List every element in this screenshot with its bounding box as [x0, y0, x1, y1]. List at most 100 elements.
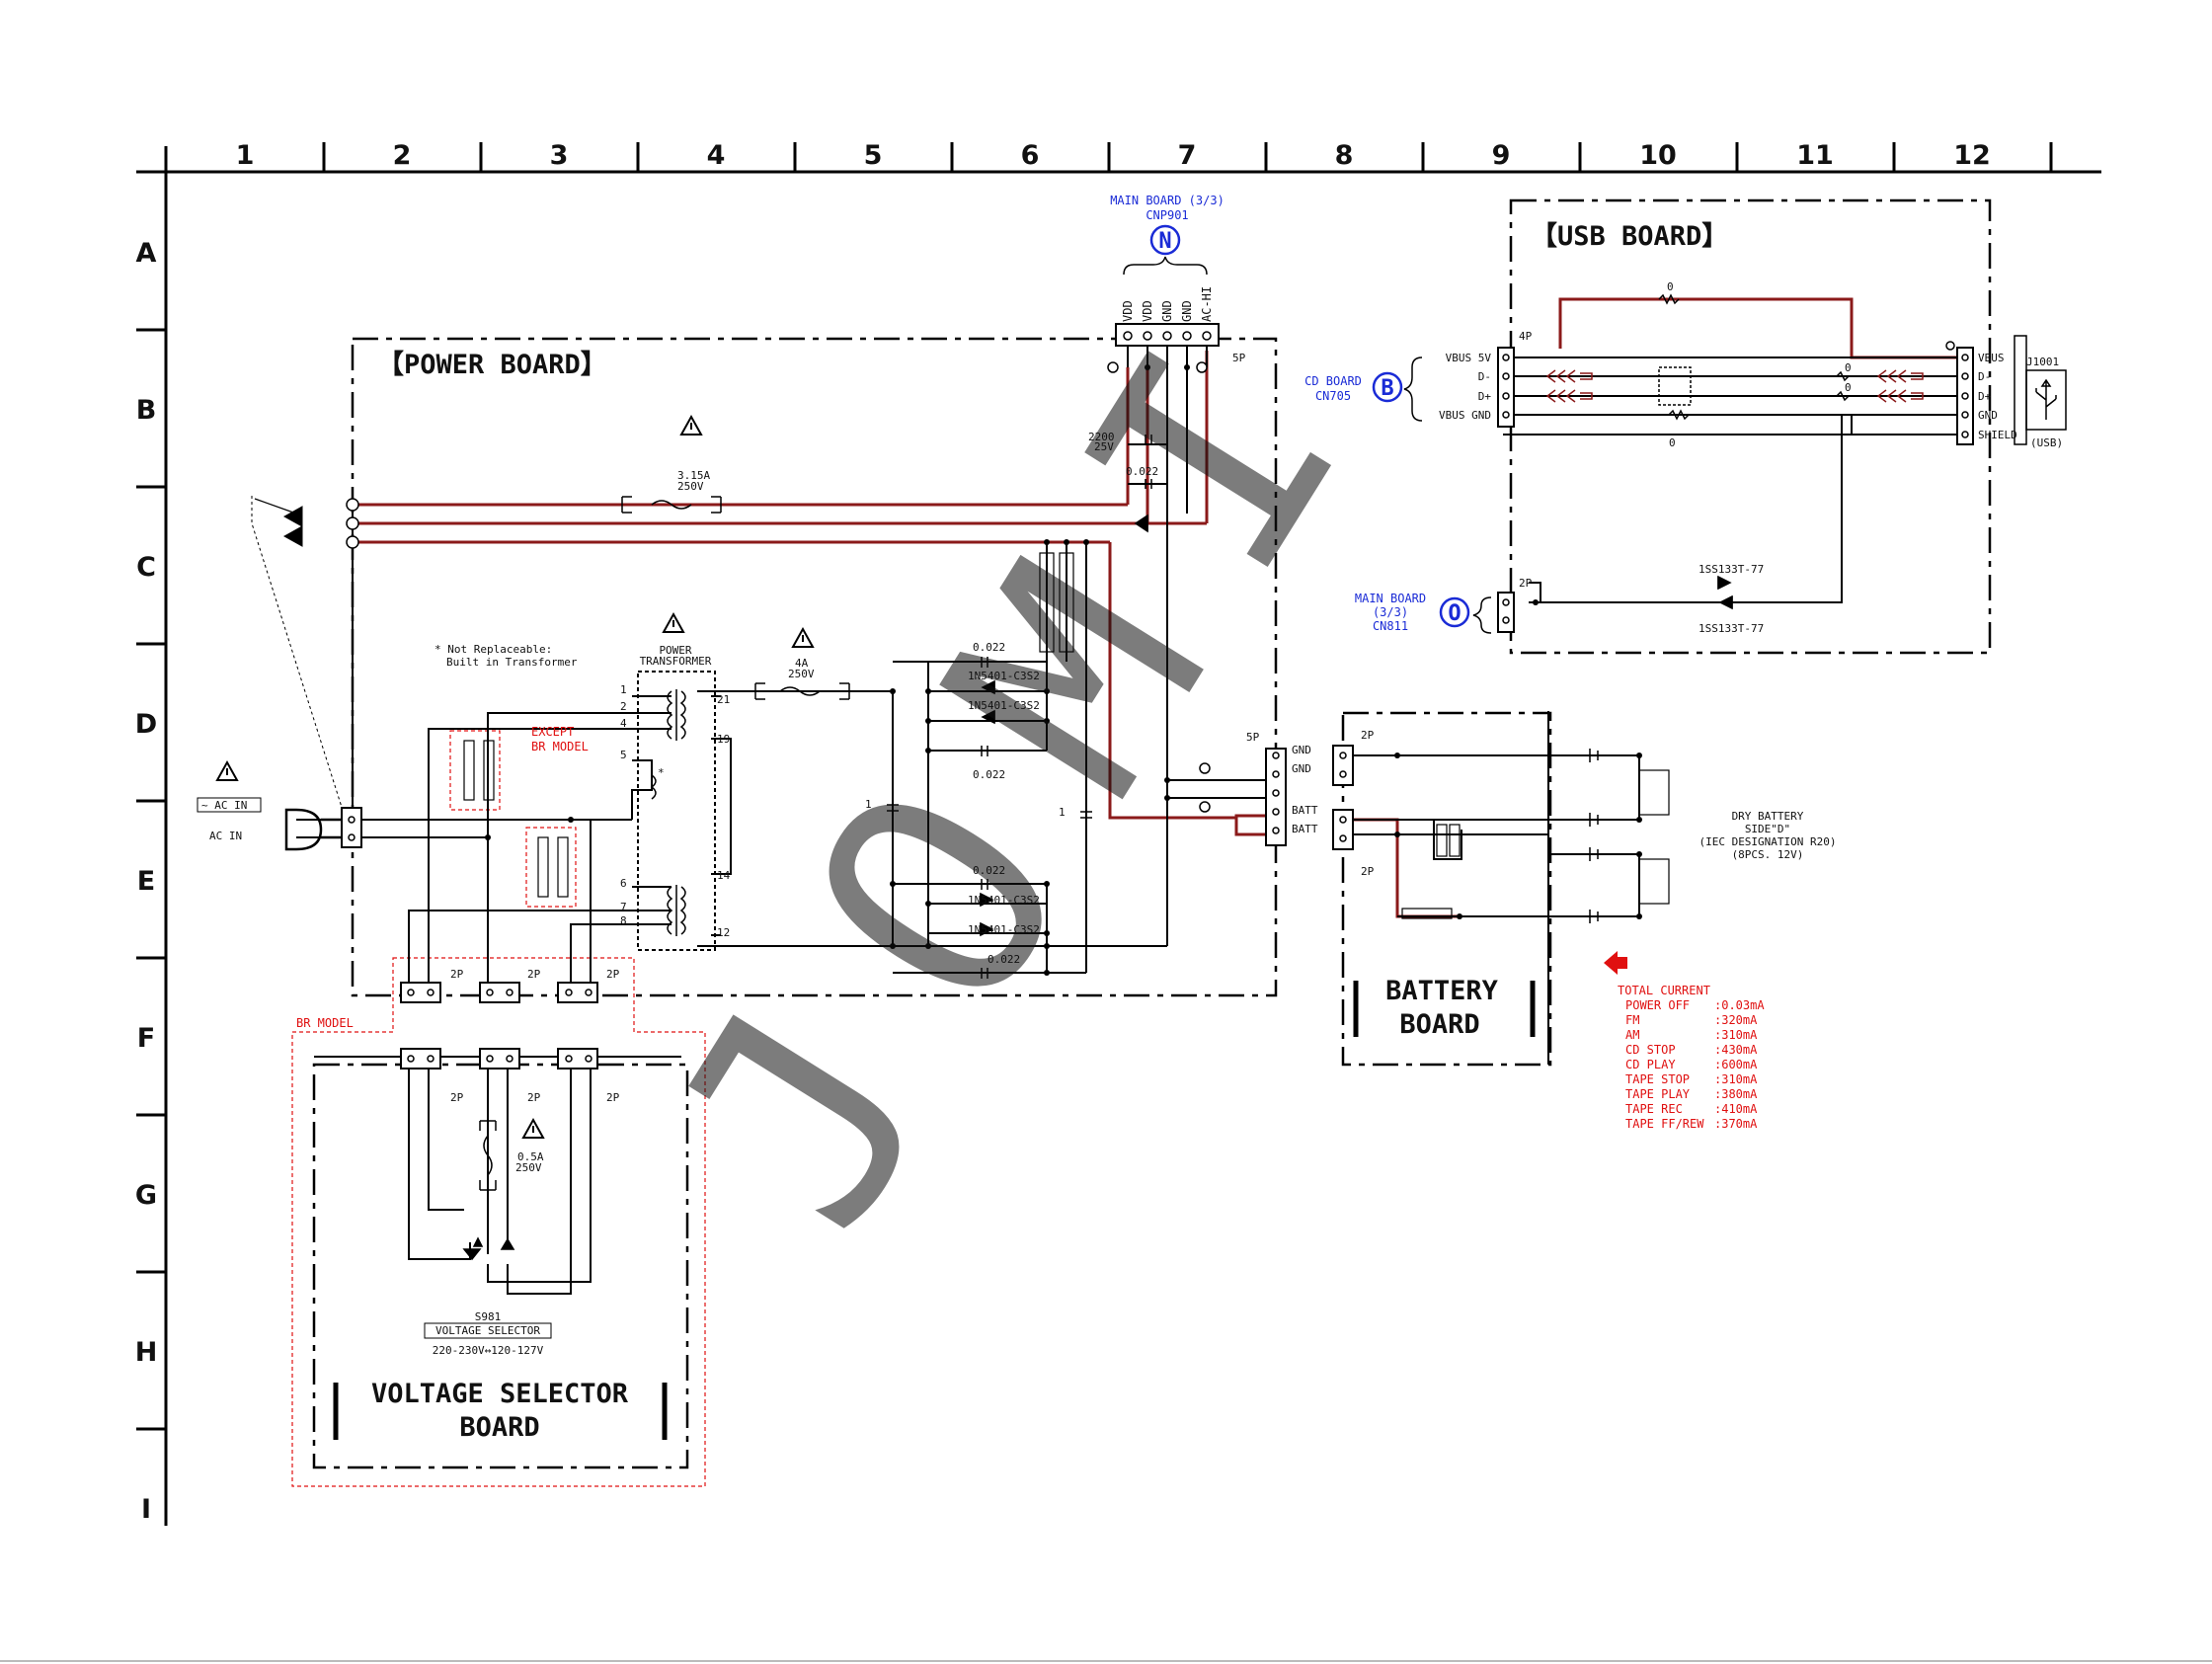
usb-jack-note: (USB): [2030, 436, 2063, 449]
svg-text:TAPE FF/REW: TAPE FF/REW: [1625, 1117, 1704, 1131]
usb-right-pin: GND: [1978, 409, 1998, 422]
battery-2p-count: 2P: [1361, 729, 1375, 742]
grid-row-label: C: [136, 552, 156, 583]
main-board-n-label: MAIN BOARD (3/3): [1110, 194, 1224, 207]
fuse-4a-voltage: 250V: [788, 668, 815, 680]
usb-left-connector: [1497, 347, 1515, 428]
vs-connector-4: [400, 1048, 441, 1070]
cap-0022-label: 0.022: [973, 768, 1005, 781]
warning-icons: [215, 414, 815, 1139]
current-direction-arrow: [1604, 951, 1627, 975]
board-reference-letters: N B O: [1149, 224, 1470, 628]
svg-text::380mA: :380mA: [1714, 1087, 1758, 1101]
battery-board-title: BATTERY: [1385, 976, 1499, 1006]
current-row: TAPE REC:410mA: [1625, 1102, 1758, 1116]
usb-jack: [2014, 335, 2067, 445]
svg-text::370mA: :370mA: [1714, 1117, 1758, 1131]
svg-text::310mA: :310mA: [1714, 1072, 1758, 1086]
warning-icon: [679, 414, 703, 436]
grid-col-label: 11: [1796, 140, 1834, 171]
grid-col-label: 12: [1953, 140, 1991, 171]
svg-text::0.03mA: :0.03mA: [1714, 998, 1765, 1012]
vs-2p-count: 2P: [450, 1091, 464, 1104]
ref-circle-o: [1439, 596, 1470, 628]
grid-col-label: 10: [1639, 140, 1677, 171]
usb-signal-arrows: [1545, 369, 1924, 403]
grid-row-label: D: [135, 709, 157, 740]
usb-right-pin: D-: [1978, 370, 1991, 383]
grid-column-labels: 1 2 3 4 5 6 7 8 9 10 11 12: [236, 140, 1991, 171]
warning-icon: [662, 611, 685, 633]
svg-text:TAPE STOP: TAPE STOP: [1625, 1072, 1690, 1086]
voltage-board-outline: [312, 1063, 689, 1469]
fuse-3-15a: [621, 496, 722, 514]
cn811-pin-count: 2P: [1519, 577, 1533, 590]
svg-text:CD PLAY: CD PLAY: [1625, 1058, 1676, 1071]
battery-gnd-connector: [1332, 745, 1354, 786]
svg-text::310mA: :310mA: [1714, 1028, 1758, 1042]
current-row: TAPE FF/REW :370mA: [1625, 1117, 1758, 1131]
br-model-label: BR MODEL: [296, 1016, 354, 1030]
vs-connector-5: [479, 1048, 520, 1070]
diode-label: 1N5401-C3S2: [968, 923, 1040, 936]
main-board-o-label-2: (3/3): [1373, 605, 1408, 619]
cn811-connector: [1497, 592, 1515, 633]
transformer-box: [637, 671, 716, 951]
grid-col-label: 5: [864, 140, 883, 171]
main-board-o-connector: CN811: [1373, 619, 1408, 633]
transformer-pin: 7: [620, 901, 627, 913]
usb-diode-label: 1SS133T-77: [1698, 622, 1764, 635]
svg-text:CD STOP: CD STOP: [1625, 1043, 1676, 1057]
usb-4p-count: 4P: [1519, 330, 1533, 343]
note-line-2: Built in Transformer: [446, 656, 578, 669]
cap-2200-voltage: 25V: [1094, 440, 1114, 453]
cnp901-pin-count: 5P: [1232, 352, 1246, 364]
dry-battery-label-4: (8PCS. 12V): [1732, 848, 1804, 861]
transformer-pin: 14: [717, 869, 731, 882]
svg-text:TAPE PLAY: TAPE PLAY: [1625, 1087, 1691, 1101]
note-line-1: * Not Replaceable:: [434, 643, 552, 656]
transformer-pin: 1: [620, 683, 627, 696]
ref-letter-o: O: [1448, 601, 1461, 626]
gnd-label: GND: [1292, 744, 1311, 756]
usb-right-pin: SHIELD: [1978, 429, 2017, 441]
svg-text:FM: FM: [1625, 1013, 1639, 1027]
svg-text:POWER OFF: POWER OFF: [1625, 998, 1690, 1012]
battery-board-title-2: BOARD: [1399, 1009, 1479, 1040]
usb-left-pin: D+: [1478, 390, 1492, 403]
grid-row-label: A: [136, 238, 157, 269]
grid-col-label: 8: [1335, 140, 1354, 171]
current-row: TAPE STOP :310mA: [1625, 1072, 1758, 1086]
cap-0022-label: 0.022: [973, 641, 1005, 654]
cnp901-pin-vdd: VDD: [1141, 300, 1154, 322]
usb-resistor-value: 0: [1845, 381, 1852, 394]
total-current-table: TOTAL CURRENT POWER OFF:0.03mA FM:320mA …: [1618, 984, 1765, 1131]
usb-board-title: 【USB BOARD】: [1531, 221, 1728, 252]
transformer-pin: 2: [620, 700, 627, 713]
ac-plug: [284, 808, 342, 851]
ac-in-label: AC IN: [209, 830, 242, 842]
grid-row-label: H: [135, 1337, 158, 1368]
vs-2p-count: 2P: [606, 968, 620, 981]
dry-battery-label-2: SIDE"D": [1745, 823, 1790, 835]
fuse-main-voltage: 250V: [677, 480, 704, 493]
voltage-range: 220-230V↔120-127V: [433, 1344, 544, 1357]
transformer-pin: 19: [717, 733, 730, 746]
usb-left-pin: VBUS 5V: [1446, 352, 1492, 364]
battery-cells: [1589, 749, 1599, 923]
warning-icon: [521, 1117, 545, 1139]
current-row: CD STOP:430mA: [1625, 1043, 1758, 1057]
grid-frame: [136, 142, 2101, 1526]
cd-board-label: CD BOARD: [1304, 374, 1362, 388]
voltage-board-title-2: BOARD: [459, 1412, 539, 1443]
cap-0022-value: 0.022: [1126, 465, 1158, 478]
grid-col-label: 3: [550, 140, 569, 171]
grid-col-label: 9: [1492, 140, 1511, 171]
diode-label: 1N5401-C3S2: [968, 670, 1040, 682]
grid-row-label: G: [135, 1180, 157, 1211]
svg-text::320mA: :320mA: [1714, 1013, 1758, 1027]
grid-row-labels: A B C D E F G H I: [135, 238, 158, 1525]
grid-col-label: 7: [1178, 140, 1197, 171]
current-title: TOTAL CURRENT: [1618, 984, 1710, 997]
vs-connector-3: [557, 982, 598, 1003]
